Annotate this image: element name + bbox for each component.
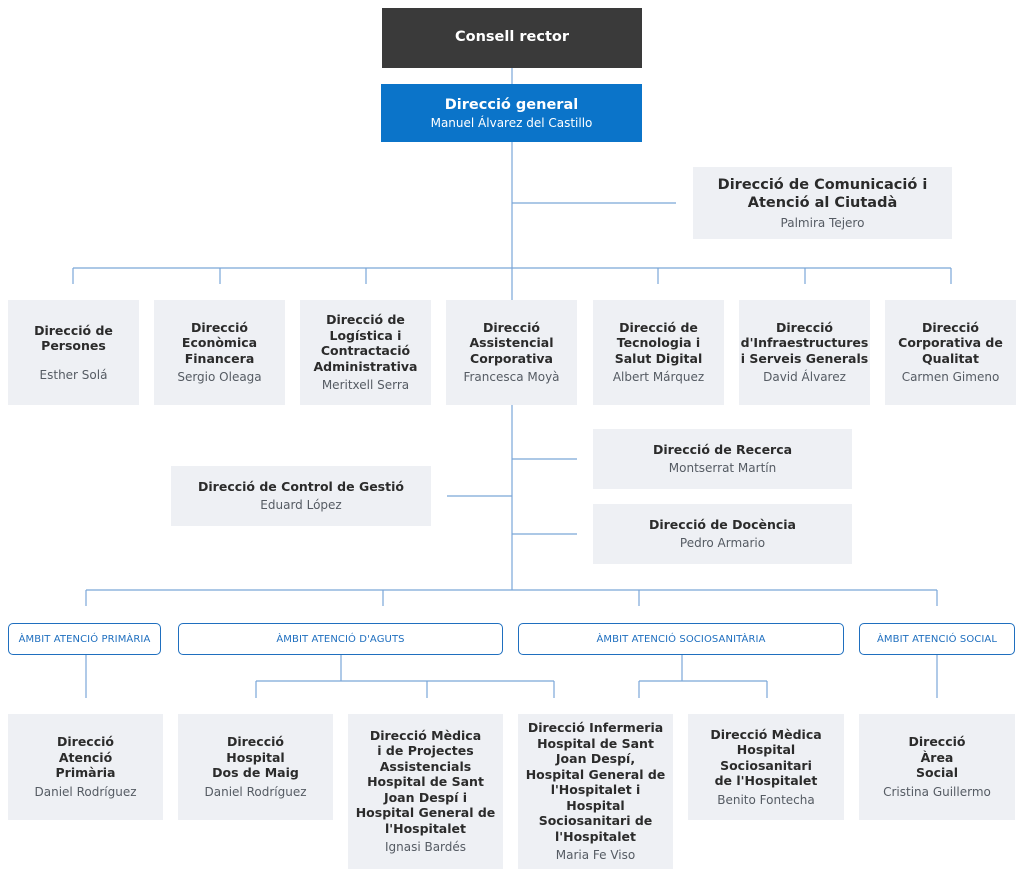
ambit-sociosanitaria: ÀMBIT ATENCIÓ SOCIOSANITÀRIA <box>518 623 844 655</box>
control-box: Direcció de Control de Gestió Eduard Lóp… <box>171 466 431 526</box>
research-name: Montserrat Martín <box>668 461 777 476</box>
ambit-aguts: ÀMBIT ATENCIÓ D'AGUTS <box>178 623 503 655</box>
directorate-name: Francesca Moyà <box>463 370 560 385</box>
unit-title: Direcció Infermeria Hospital de Sant Joa… <box>525 720 666 844</box>
unit-name: Maria Fe Viso <box>555 848 636 862</box>
general-direction-box: Direcció general Manuel Álvarez del Cast… <box>381 84 642 142</box>
directorate-box-qualitat: Direcció Corporativa de Qualitat Carmen … <box>885 300 1016 405</box>
directorate-title: Direcció de Logística i Contractació Adm… <box>313 312 418 374</box>
research-box: Direcció de Recerca Montserrat Martín <box>593 429 852 489</box>
unit-box-sociosanitari: Direcció Mèdica Hospital Sociosanitari d… <box>688 714 844 820</box>
directorate-box-tecnologia: Direcció de Tecnologia i Salut Digital A… <box>593 300 724 405</box>
directorate-name: David Álvarez <box>763 370 846 385</box>
directorate-title: Direcció Econòmica Financera <box>181 319 258 366</box>
board-box: Consell rector <box>382 8 642 68</box>
directorate-name: Esther Solá <box>39 367 108 382</box>
unit-title: Direcció Àrea Social <box>908 734 966 781</box>
unit-title: Direcció Mèdica Hospital Sociosanitari d… <box>710 726 822 789</box>
unit-name: Cristina Guillermo <box>883 784 991 799</box>
communication-title: Direcció de Comunicació i Atenció al Ciu… <box>717 176 928 211</box>
unit-name: Daniel Rodríguez <box>34 784 137 799</box>
directorate-box-economica: Direcció Econòmica Financera Sergio Olea… <box>154 300 285 405</box>
directorate-title: Direcció d'Infraestructures i Serveis Ge… <box>740 319 869 366</box>
ambit-social: ÀMBIT ATENCIÓ SOCIAL <box>859 623 1015 655</box>
directorate-box-logistica: Direcció de Logística i Contractació Adm… <box>300 300 431 405</box>
directorate-box-infraestructures: Direcció d'Infraestructures i Serveis Ge… <box>739 300 870 405</box>
board-title: Consell rector <box>454 29 569 46</box>
unit-title: Direcció Atenció Primària <box>55 734 116 781</box>
directorate-name: Sergio Oleaga <box>177 370 262 385</box>
general-direction-name: Manuel Álvarez del Castillo <box>430 115 593 130</box>
teaching-title: Direcció de Docència <box>648 516 796 532</box>
unit-box-atencio-primaria: Direcció Atenció Primària Daniel Rodrígu… <box>8 714 163 820</box>
control-name: Eduard López <box>260 498 342 513</box>
unit-name: Daniel Rodríguez <box>204 784 307 799</box>
communication-name: Palmira Tejero <box>780 215 865 230</box>
directorate-name: Albert Márquez <box>612 370 705 385</box>
unit-box-dos-de-maig: Direcció Hospital Dos de Maig Daniel Rod… <box>178 714 333 820</box>
unit-title: Direcció Mèdica i de Projectes Assistenc… <box>355 727 496 836</box>
control-title: Direcció de Control de Gestió <box>198 478 404 494</box>
teaching-box: Direcció de Docència Pedro Armario <box>593 504 852 564</box>
directorate-title: Direcció de Persones <box>34 322 113 354</box>
directorate-box-assistencial: Direcció Assistencial Corporativa France… <box>446 300 577 405</box>
directorate-name: Meritxell Serra <box>321 378 410 392</box>
unit-box-infermeria: Direcció Infermeria Hospital de Sant Joa… <box>518 714 673 869</box>
teaching-name: Pedro Armario <box>679 536 766 551</box>
unit-box-medica-projectes: Direcció Mèdica i de Projectes Assistenc… <box>348 714 503 869</box>
directorate-title: Direcció Assistencial Corporativa <box>469 319 554 366</box>
communication-box: Direcció de Comunicació i Atenció al Ciu… <box>693 167 952 239</box>
directorate-name: Carmen Gimeno <box>901 370 1000 385</box>
ambit-primaria: ÀMBIT ATENCIÓ PRIMÀRIA <box>8 623 161 655</box>
research-title: Direcció de Recerca <box>652 441 793 457</box>
directorate-title: Direcció Corporativa de Qualitat <box>898 319 1003 366</box>
unit-box-area-social: Direcció Àrea Social Cristina Guillermo <box>859 714 1015 820</box>
unit-name: Ignasi Bardés <box>384 840 467 855</box>
general-direction-title: Direcció general <box>444 96 579 113</box>
directorate-box-persones: Direcció de Persones Esther Solá <box>8 300 139 405</box>
unit-name: Benito Fontecha <box>717 792 815 807</box>
directorate-title: Direcció de Tecnologia i Salut Digital <box>614 319 703 366</box>
unit-title: Direcció Hospital Dos de Maig <box>212 734 299 781</box>
